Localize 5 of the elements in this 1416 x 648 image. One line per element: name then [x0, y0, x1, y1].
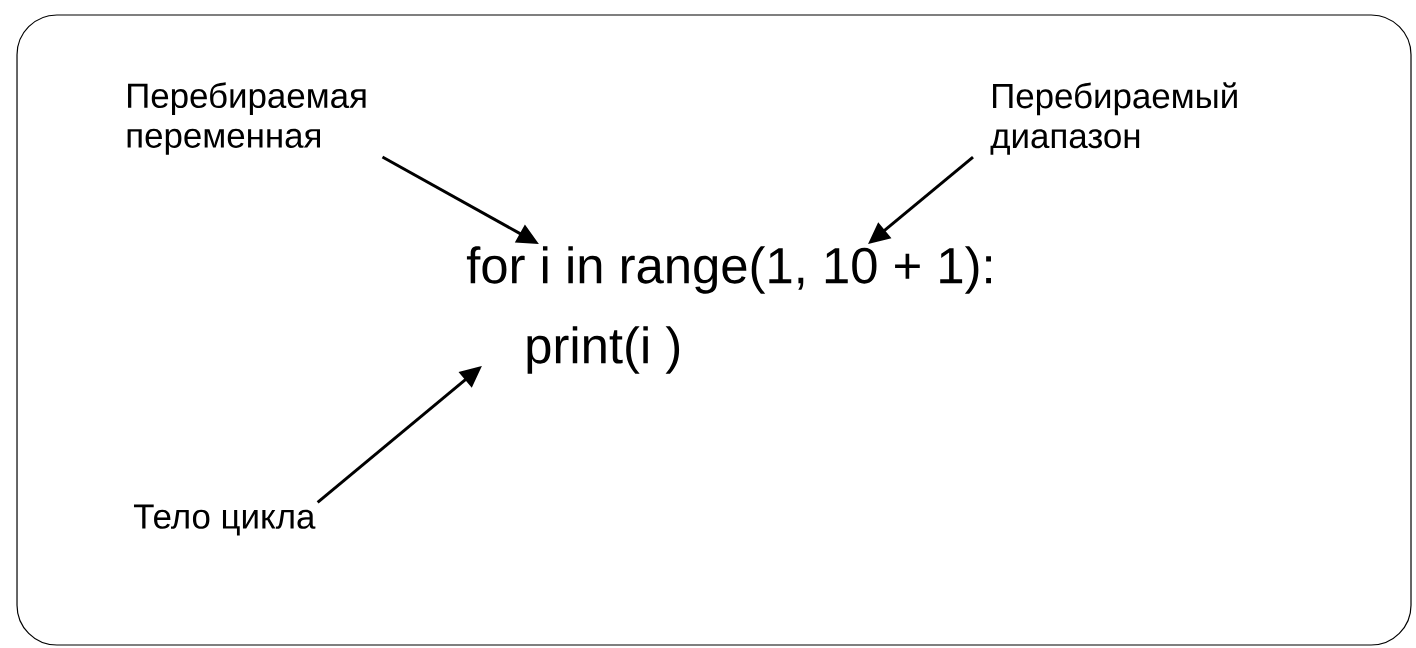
code-line: for i in range(1, 10 + 1):	[466, 246, 991, 294]
code-line: print(i )	[527, 326, 680, 374]
annotation-label: Перебираемый диапазон	[990, 82, 1237, 155]
annotation-label: Перебираемая переменная	[127, 82, 366, 155]
annotation-label: Тело цикла	[134, 504, 316, 536]
